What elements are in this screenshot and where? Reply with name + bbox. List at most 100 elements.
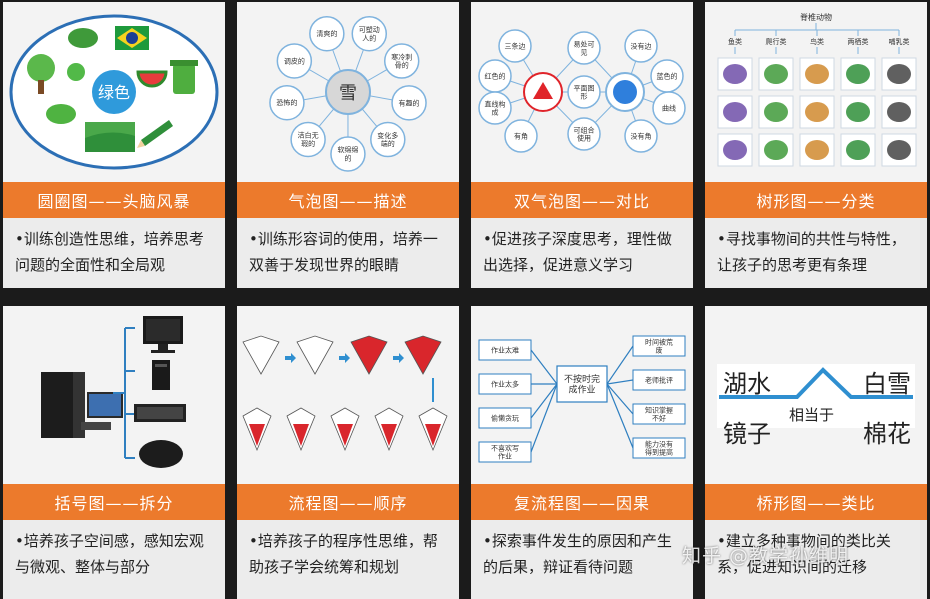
card-circle-map: 绿色 圆圈图——头脑风暴 •训练创造性思维，培养思考问题的全面性和全局观 [3, 2, 225, 288]
double-bubble-node [504, 119, 538, 153]
computer-tower-icon [41, 372, 123, 438]
animal-icon [723, 140, 747, 160]
double-bubble-label: 曲线 [662, 103, 676, 112]
card-description: •培养孩子空间感，感知宏观与微观、整体与部分 [3, 520, 225, 599]
circle-map-center-word: 绿色 [98, 83, 130, 102]
double-bubble-node [498, 29, 532, 63]
effect-label: 老师批评 [645, 375, 673, 384]
animal-icon [723, 64, 747, 84]
card-title: 双气泡图——对比 [471, 182, 693, 218]
animal-icon [764, 102, 788, 122]
tower-icon [152, 360, 170, 390]
tree-branch-label: 两栖类 [848, 37, 869, 46]
mouse-icon [139, 440, 183, 468]
double-bubble-node [567, 117, 601, 151]
multi-flow-event: 不按时完成作业 [564, 373, 600, 396]
bubble-label: 洁白无瑕的 [298, 131, 319, 148]
card-tree-map: 脊椎动物 鱼类爬行类鸟类两栖类哺乳类 树形图——分类 •寻找事物间的共性与特性，… [705, 2, 927, 288]
double-bubble-label: 蓝色的 [657, 71, 678, 80]
card-flow-map: 流程图——顺序 •培养孩子的程序性思维，帮助孩子学会统筹和规划 [237, 306, 459, 599]
bubble-node [370, 121, 406, 158]
animal-icon [764, 64, 788, 84]
effect-label: 时间被荒废 [645, 337, 673, 354]
monitor-icon [143, 316, 183, 353]
bubble-label: 恐怖的 [276, 98, 297, 107]
frog-icon [46, 104, 76, 124]
bridge-pair1-bottom: 镜子 [723, 420, 771, 448]
origami-step-icon [242, 407, 272, 452]
bubble-label: 有趣的 [399, 98, 420, 107]
bubble-node [351, 16, 388, 52]
origami-step-icon [242, 335, 280, 375]
bridge-pair2-top: 白雪 [863, 370, 911, 398]
tree-map-illustration: 脊椎动物 鱼类爬行类鸟类两栖类哺乳类 [705, 2, 927, 180]
card-description: •促进孩子深度思考，理性做出选择，促进意义学习 [471, 218, 693, 288]
bubble-label: 变化多端的 [377, 131, 398, 148]
double-bubble-illustration: 三条边红色的直线构成有角没有边蓝色的曲线没有角易处可见平面图形可组合使用 [471, 2, 693, 180]
double-bubble-label: 直线构成 [485, 99, 506, 116]
card-description: •训练创造性思维，培养思考问题的全面性和全局观 [3, 218, 225, 288]
apple-icon [67, 63, 85, 81]
double-bubble-label: 平面图形 [574, 84, 595, 100]
bubble-center-word: 雪 [339, 83, 357, 104]
origami-step-icon [330, 407, 360, 452]
bubble-label: 可塑动人的 [359, 25, 380, 42]
keyboard-icon [134, 404, 186, 422]
tree-icon [27, 54, 55, 82]
tree-branch-label: 鸟类 [810, 37, 824, 46]
origami-step-icon [286, 407, 316, 452]
animal-icon [846, 64, 870, 84]
animal-icon [805, 64, 829, 84]
double-bubble-node [478, 91, 512, 125]
watermelon-icon [136, 70, 168, 88]
card-title: 气泡图——描述 [237, 182, 459, 218]
tree-branch-label: 鱼类 [728, 37, 742, 46]
pencil-icon [141, 120, 173, 146]
double-bubble-label: 没有边 [631, 41, 652, 50]
origami-step-icon [404, 335, 442, 375]
brace-map-illustration [3, 306, 225, 483]
card-title: 复流程图——因果 [471, 484, 693, 520]
animal-icon [887, 64, 911, 84]
animal-icon [805, 140, 829, 160]
bubble-label: 寒冷刺骨的 [391, 52, 412, 69]
cause-label: 不喜欢写作业 [491, 443, 519, 460]
bubble-label: 软绵绵的 [337, 145, 358, 162]
watermark: 知乎 @教学孙维明 [682, 545, 850, 567]
animal-icon [887, 102, 911, 122]
tree-root-label: 脊椎动物 [800, 12, 832, 22]
card-title: 流程图——顺序 [237, 484, 459, 520]
card-title: 圆圈图——头脑风暴 [3, 182, 225, 218]
bridge-relation: 相当于 [789, 406, 835, 424]
animal-icon [846, 102, 870, 122]
card-bubble-map: 雪可塑动人的寒冷刺骨的有趣的变化多端的软绵绵的洁白无瑕的恐怖的调皮的清爽的 气泡… [237, 2, 459, 288]
bubble-node [330, 136, 366, 172]
card-description: •寻找事物间的共性与特性，让孩子的思考更有条理 [705, 218, 927, 288]
bubble-node [309, 15, 345, 52]
double-bubble-node [567, 31, 601, 65]
animal-icon [846, 140, 870, 160]
origami-step-icon [296, 335, 334, 375]
double-bubble-label: 红色的 [485, 71, 506, 80]
bubble-node [276, 43, 313, 79]
double-bubble-node [624, 29, 658, 63]
effect-label: 知识掌握不好 [645, 405, 673, 422]
origami-step-icon [418, 407, 448, 452]
bubble-map-illustration: 雪可塑动人的寒冷刺骨的有趣的变化多端的软绵绵的洁白无瑕的恐怖的调皮的清爽的 [237, 2, 459, 180]
tree-branch-label: 哺乳类 [889, 37, 910, 46]
bubble-node [391, 85, 427, 121]
bubble-node [290, 121, 326, 158]
card-description: •培养孩子的程序性思维，帮助孩子学会统筹和规划 [237, 520, 459, 599]
triangle-icon [533, 82, 553, 99]
cause-label: 作业太多 [491, 379, 519, 388]
card-title: 桥形图——类比 [705, 484, 927, 520]
bridge-map-illustration: 湖水 镜子 白雪 棉花 相当于 [705, 306, 927, 483]
bubble-node [269, 84, 305, 121]
double-bubble-node [652, 91, 686, 125]
card-brace-map: 括号图——拆分 •培养孩子空间感，感知宏观与微观、整体与部分 [3, 306, 225, 599]
circle-icon [613, 80, 637, 104]
card-bridge-map: 湖水 镜子 白雪 棉花 相当于 桥形图——类比 •建立多种事物间的类比关系，促进… [705, 306, 927, 599]
animal-icon [723, 102, 747, 122]
card-title: 树形图——分类 [705, 182, 927, 218]
double-bubble-label: 三条边 [505, 41, 526, 50]
